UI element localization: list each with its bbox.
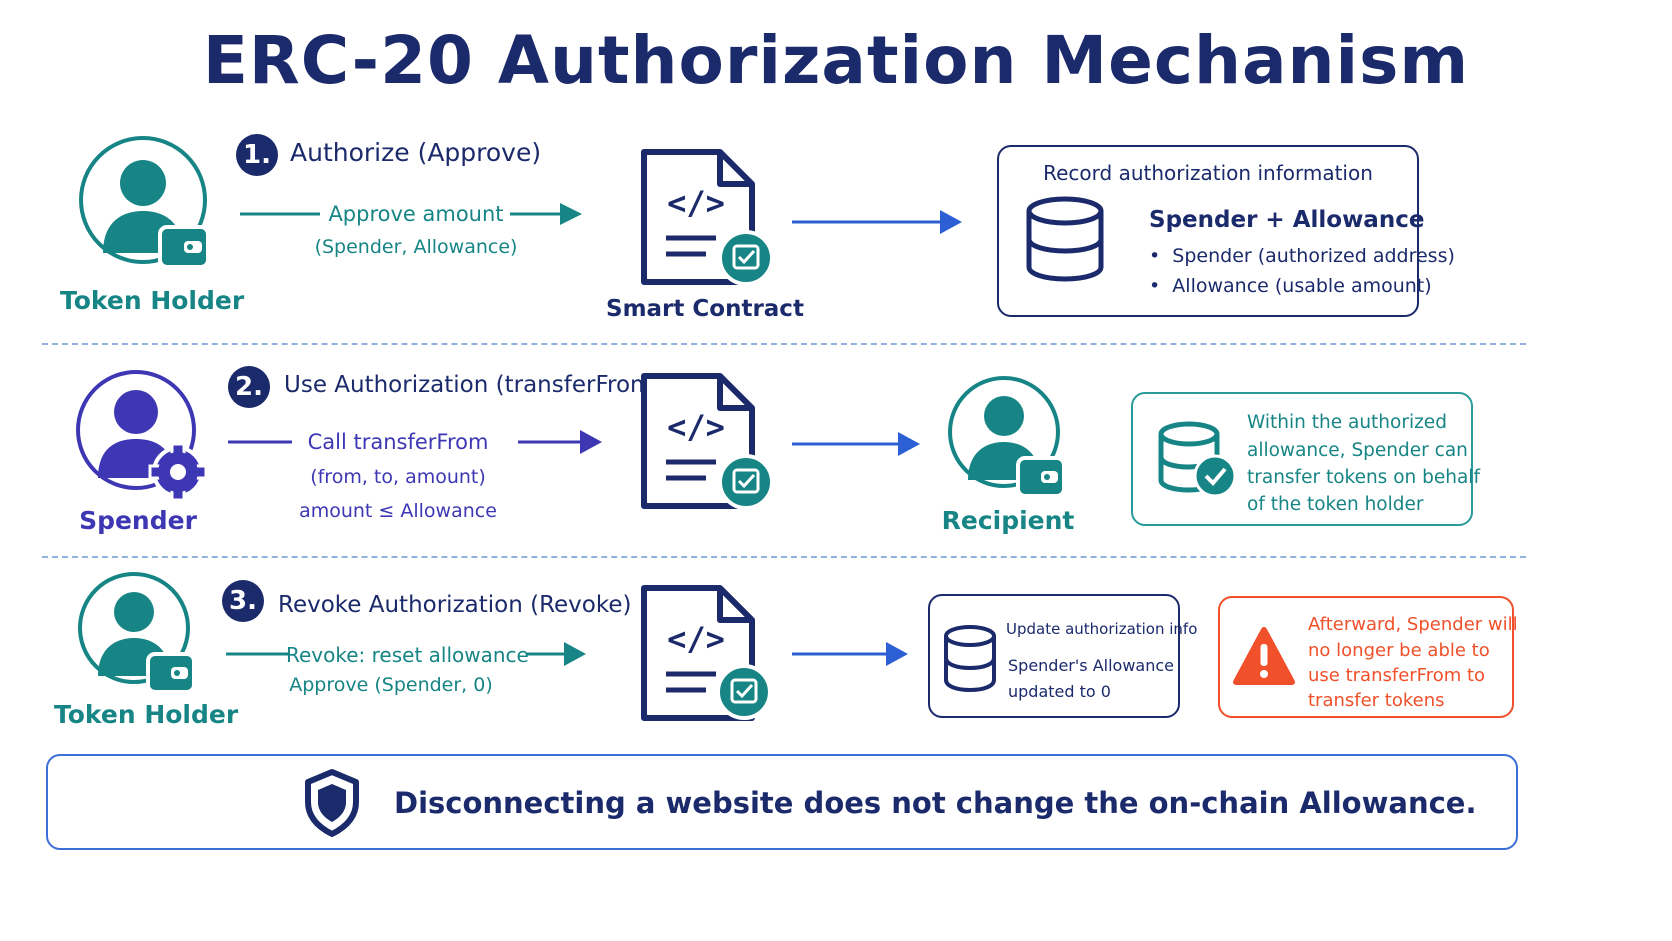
section-divider	[42, 556, 1526, 558]
svg-text:</>: </>	[667, 620, 725, 658]
transfer-info-line: allowance, Spender can	[1247, 440, 1468, 461]
arrow-right-icon	[792, 432, 920, 456]
svg-text:</>: </>	[667, 408, 725, 446]
step-title: Revoke Authorization (Revoke)	[278, 592, 632, 618]
user-wallet-icon	[79, 136, 210, 269]
arrow-label: Call transferFrom	[307, 430, 489, 454]
update-line: updated to 0	[1008, 682, 1111, 701]
arrow-right-icon	[226, 642, 586, 666]
step-number-badge: 2.	[228, 366, 270, 408]
footer-text: Disconnecting a website does not change …	[394, 786, 1477, 820]
recipient-label: Recipient	[941, 506, 1075, 535]
update-header: Update authorization info	[1006, 620, 1198, 638]
user-gear-icon	[76, 370, 208, 502]
transfer-info-line: Within the authorized	[1247, 412, 1447, 433]
arrow-sublabel: amount ≤ Allowance	[299, 500, 497, 522]
actor-label: Token Holder	[60, 286, 245, 315]
arrow-label: Revoke: reset allowance	[286, 643, 529, 667]
warning-line: transfer tokens	[1308, 690, 1445, 711]
record-bullet: • Spender (authorized address)	[1149, 245, 1455, 267]
database-icon	[944, 625, 996, 693]
user-wallet-icon	[948, 376, 1066, 498]
actor-label: Spender	[79, 506, 197, 535]
arrow-sublabel: Approve (Spender, 0)	[289, 674, 493, 696]
section-divider	[42, 343, 1526, 345]
warning-line: Afterward, Spender will	[1308, 614, 1518, 635]
contract-label: Smart Contract	[606, 296, 804, 322]
arrow-sublabel: (from, to, amount)	[310, 466, 486, 488]
shield-icon	[305, 769, 359, 837]
warning-line: no longer be able to	[1308, 640, 1490, 661]
svg-text:</>: </>	[667, 184, 725, 222]
warning-box: Afterward, Spender will no longer be abl…	[1218, 596, 1518, 718]
database-icon	[1026, 196, 1104, 282]
contract-document-icon: </>	[641, 585, 772, 721]
step-title: Use Authorization (transferFrom)	[284, 372, 662, 398]
update-info-box: Update authorization info Spender's Allo…	[928, 594, 1197, 718]
arrow-right-icon	[240, 203, 582, 225]
step-title: Authorize (Approve)	[290, 138, 542, 167]
transfer-info-box: Within the authorized allowance, Spender…	[1131, 392, 1480, 526]
arrow-right-icon	[792, 210, 962, 234]
step-number-badge: 1.	[236, 134, 278, 176]
record-header: Record authorization information	[1043, 161, 1373, 185]
actor-label: Token Holder	[54, 700, 239, 729]
record-bullet: • Allowance (usable amount)	[1149, 275, 1432, 297]
page-title: ERC-20 Authorization Mechanism	[202, 22, 1470, 99]
record-title: Spender + Allowance	[1149, 207, 1425, 233]
arrow-label: Approve amount	[328, 202, 504, 226]
update-line: Spender's Allowance	[1008, 656, 1174, 675]
warning-icon	[1233, 627, 1295, 685]
database-icon	[1158, 421, 1237, 498]
arrow-right-icon	[228, 430, 602, 454]
transfer-info-line: of the token holder	[1247, 494, 1424, 515]
footer-note: Disconnecting a website does not change …	[46, 754, 1518, 850]
contract-document-icon: </>	[641, 149, 774, 286]
transfer-info-line: transfer tokens on behalf	[1247, 467, 1480, 488]
step-number-badge: 3.	[222, 580, 264, 622]
warning-line: use transferFrom to	[1308, 665, 1486, 686]
record-info-box: Record authorization information Spender…	[997, 145, 1455, 317]
arrow-sublabel: (Spender, Allowance)	[314, 236, 518, 258]
contract-document-icon: </>	[641, 373, 774, 510]
arrow-right-icon	[792, 642, 908, 666]
user-wallet-icon	[78, 572, 196, 694]
